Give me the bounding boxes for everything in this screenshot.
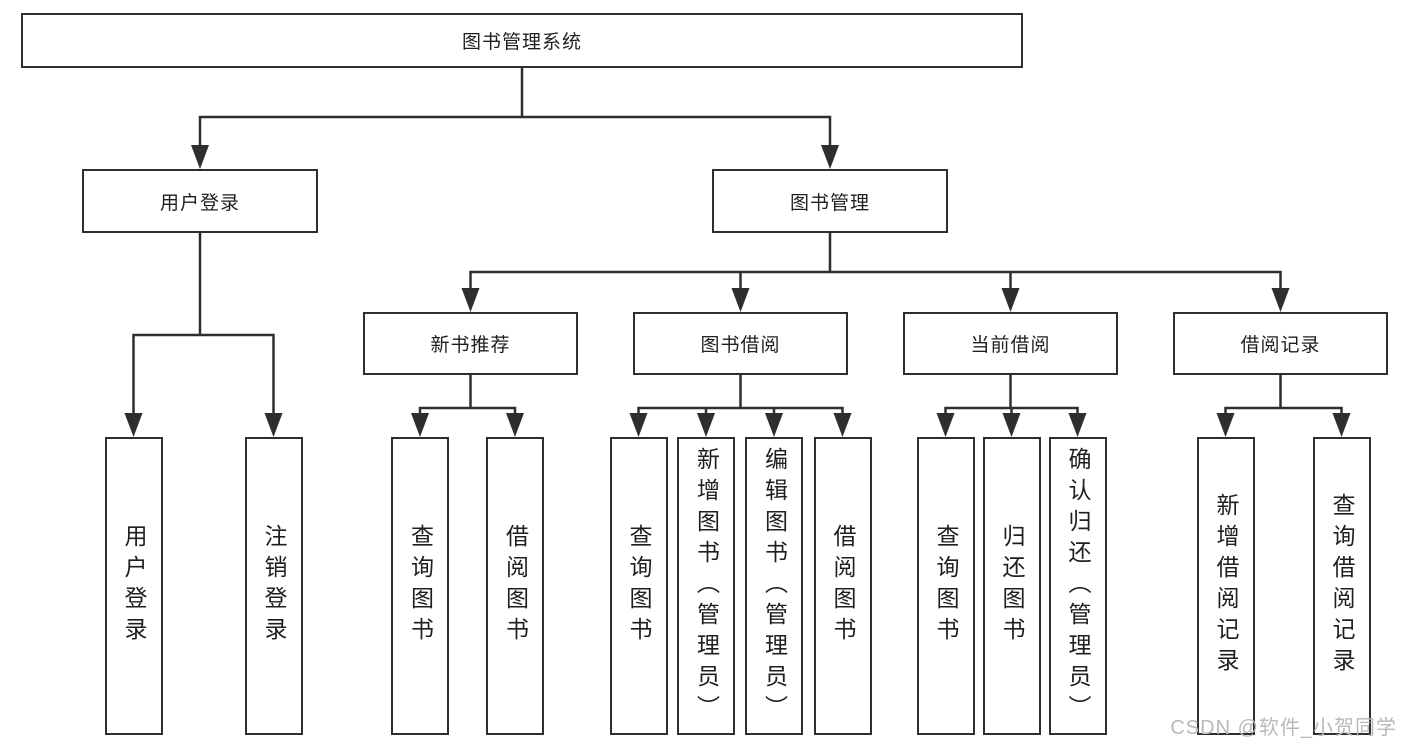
- leaf-confirm-return-admin: 确认归还（管理员）: [1048, 437, 1107, 735]
- arrowheads: [124, 145, 1351, 437]
- watermark: CSDN @软件_小贺同学: [1170, 717, 1397, 739]
- node-user-login: 用户登录: [82, 169, 318, 233]
- leaf-query-books-borrow: 查询图书: [609, 437, 668, 735]
- leaf-edit-book-admin: 编辑图书（管理员）: [745, 437, 803, 735]
- node-book-borrow: 图书借阅: [633, 312, 848, 375]
- node-current-borrow: 当前借阅: [903, 312, 1118, 375]
- leaf-query-books-newbook: 查询图书: [391, 437, 449, 735]
- leaf-query-books-current: 查询图书: [916, 437, 975, 735]
- leaf-add-book-admin: 新增图书（管理员）: [677, 437, 735, 735]
- leaf-logout: 注销登录: [244, 437, 303, 735]
- node-borrow-records: 借阅记录: [1173, 312, 1388, 375]
- leaf-user-login: 用户登录: [104, 437, 163, 735]
- leaf-query-borrow-record: 查询借阅记录: [1312, 437, 1371, 735]
- leaf-add-borrow-record: 新增借阅记录: [1196, 437, 1255, 735]
- leaf-borrow-books-borrow: 借阅图书: [813, 437, 872, 735]
- node-library-system: 图书管理系统: [21, 13, 1023, 68]
- node-new-book-recommend: 新书推荐: [363, 312, 578, 375]
- node-book-management: 图书管理: [712, 169, 948, 233]
- leaf-return-book: 归还图书: [982, 437, 1041, 735]
- leaf-borrow-books-newbook: 借阅图书: [486, 437, 544, 735]
